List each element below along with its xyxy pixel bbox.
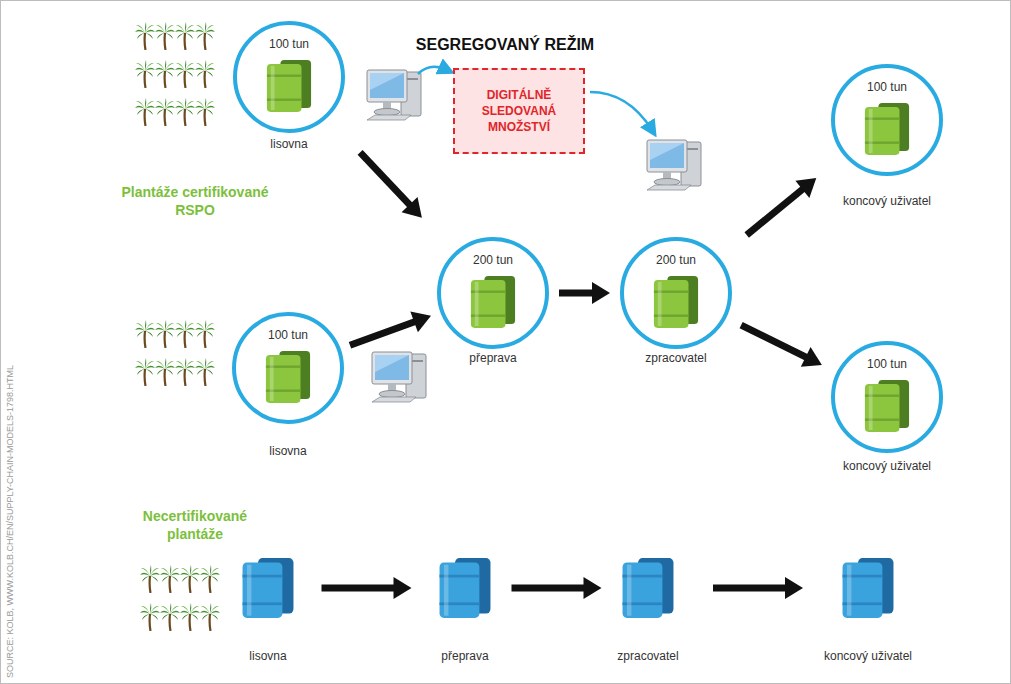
stage-label: koncový uživatel [843,194,931,208]
group-label: Plantáže certifikované RSPO [115,184,275,219]
flow-arrow [322,577,412,599]
barrel-icon [265,59,313,113]
arrow-shaft [360,152,411,206]
barrel-icon [652,275,700,329]
barrel-icon [437,557,493,619]
tracking-text: DIGITÁLNĚ SLEDOVANÁ MNOŽSTVÍ [455,83,583,140]
arrow-shaft [741,325,807,358]
arrow-head [410,312,431,333]
arrow-shaft [559,290,594,297]
flow-arrow [747,178,817,235]
arrow-head [402,197,422,218]
flow-arrow [741,325,822,367]
palm-group [140,565,220,631]
data-arrow [590,92,652,130]
quantity-label: 100 tun [236,328,340,342]
arrow-shaft [512,585,586,592]
stage-label: koncový uživatel [824,649,912,663]
palm-group [135,320,215,386]
quantity-label: 100 tun [835,357,939,371]
barrel-node: zpracovatel [620,557,676,619]
stage-label: přeprava [469,351,516,365]
barrel-node: lisovna [240,557,296,619]
arrow-head [592,282,610,304]
barrel-icon [469,275,517,329]
stage-label: zpracovatel [617,649,678,663]
data-arrow [418,67,447,74]
volume-circle: 100 tunkoncový uživatel [831,341,943,453]
barrel-icon [240,557,296,619]
flow-arrow [350,312,431,346]
arrow-head [394,577,412,599]
palm-group [135,22,215,126]
quantity-label: 100 tun [237,37,341,51]
arrow-head [795,178,816,198]
flow-arrow [512,577,602,599]
barrel-icon [863,102,911,156]
arrow-head [801,347,822,367]
arrow-shaft [713,585,787,592]
volume-circle: 200 tunzpracovatel [620,237,732,349]
diagram-title: SEGREGOVANÝ REŽIM [305,36,705,54]
volume-circle: 200 tunpřeprava [437,237,549,349]
arrow-shaft [322,585,396,592]
computer-icon [647,140,701,190]
tracking-box: DIGITÁLNĚ SLEDOVANÁ MNOŽSTVÍ [453,68,585,154]
group-label: Necertifikované plantáže [115,508,275,543]
volume-circle: 100 tunlisovna [233,21,345,133]
barrel-icon [264,350,312,404]
flow-arrow [360,152,422,217]
arrow-shaft [350,321,416,345]
barrel-icon [840,557,896,619]
flow-arrow [713,577,803,599]
arrow-head [785,577,803,599]
barrel-icon [863,379,911,433]
arrow-head [584,577,602,599]
barrel-node: přeprava [437,557,493,619]
volume-circle: 100 tunlisovna [232,312,344,424]
stage-label: lisovna [249,649,286,663]
flow-arrow [559,282,610,304]
stage-label: přeprava [441,649,488,663]
barrel-node: koncový uživatel [840,557,896,619]
computer-icon [372,352,426,402]
quantity-label: 200 tun [441,253,545,267]
computer-icon [367,70,421,120]
stage-label: koncový uživatel [843,459,931,473]
source-note: SOURCE: KOLB, WWW.KOLB.CH/EN/SUPPLY-CHAI… [5,365,15,678]
barrel-icon [620,557,676,619]
volume-circle: 100 tunkoncový uživatel [831,64,943,176]
quantity-label: 200 tun [624,253,728,267]
quantity-label: 100 tun [835,80,939,94]
stage-label: zpracovatel [645,351,706,365]
stage-label: lisovna [269,444,306,458]
stage-label: lisovna [270,137,307,151]
arrow-shaft [747,188,804,235]
